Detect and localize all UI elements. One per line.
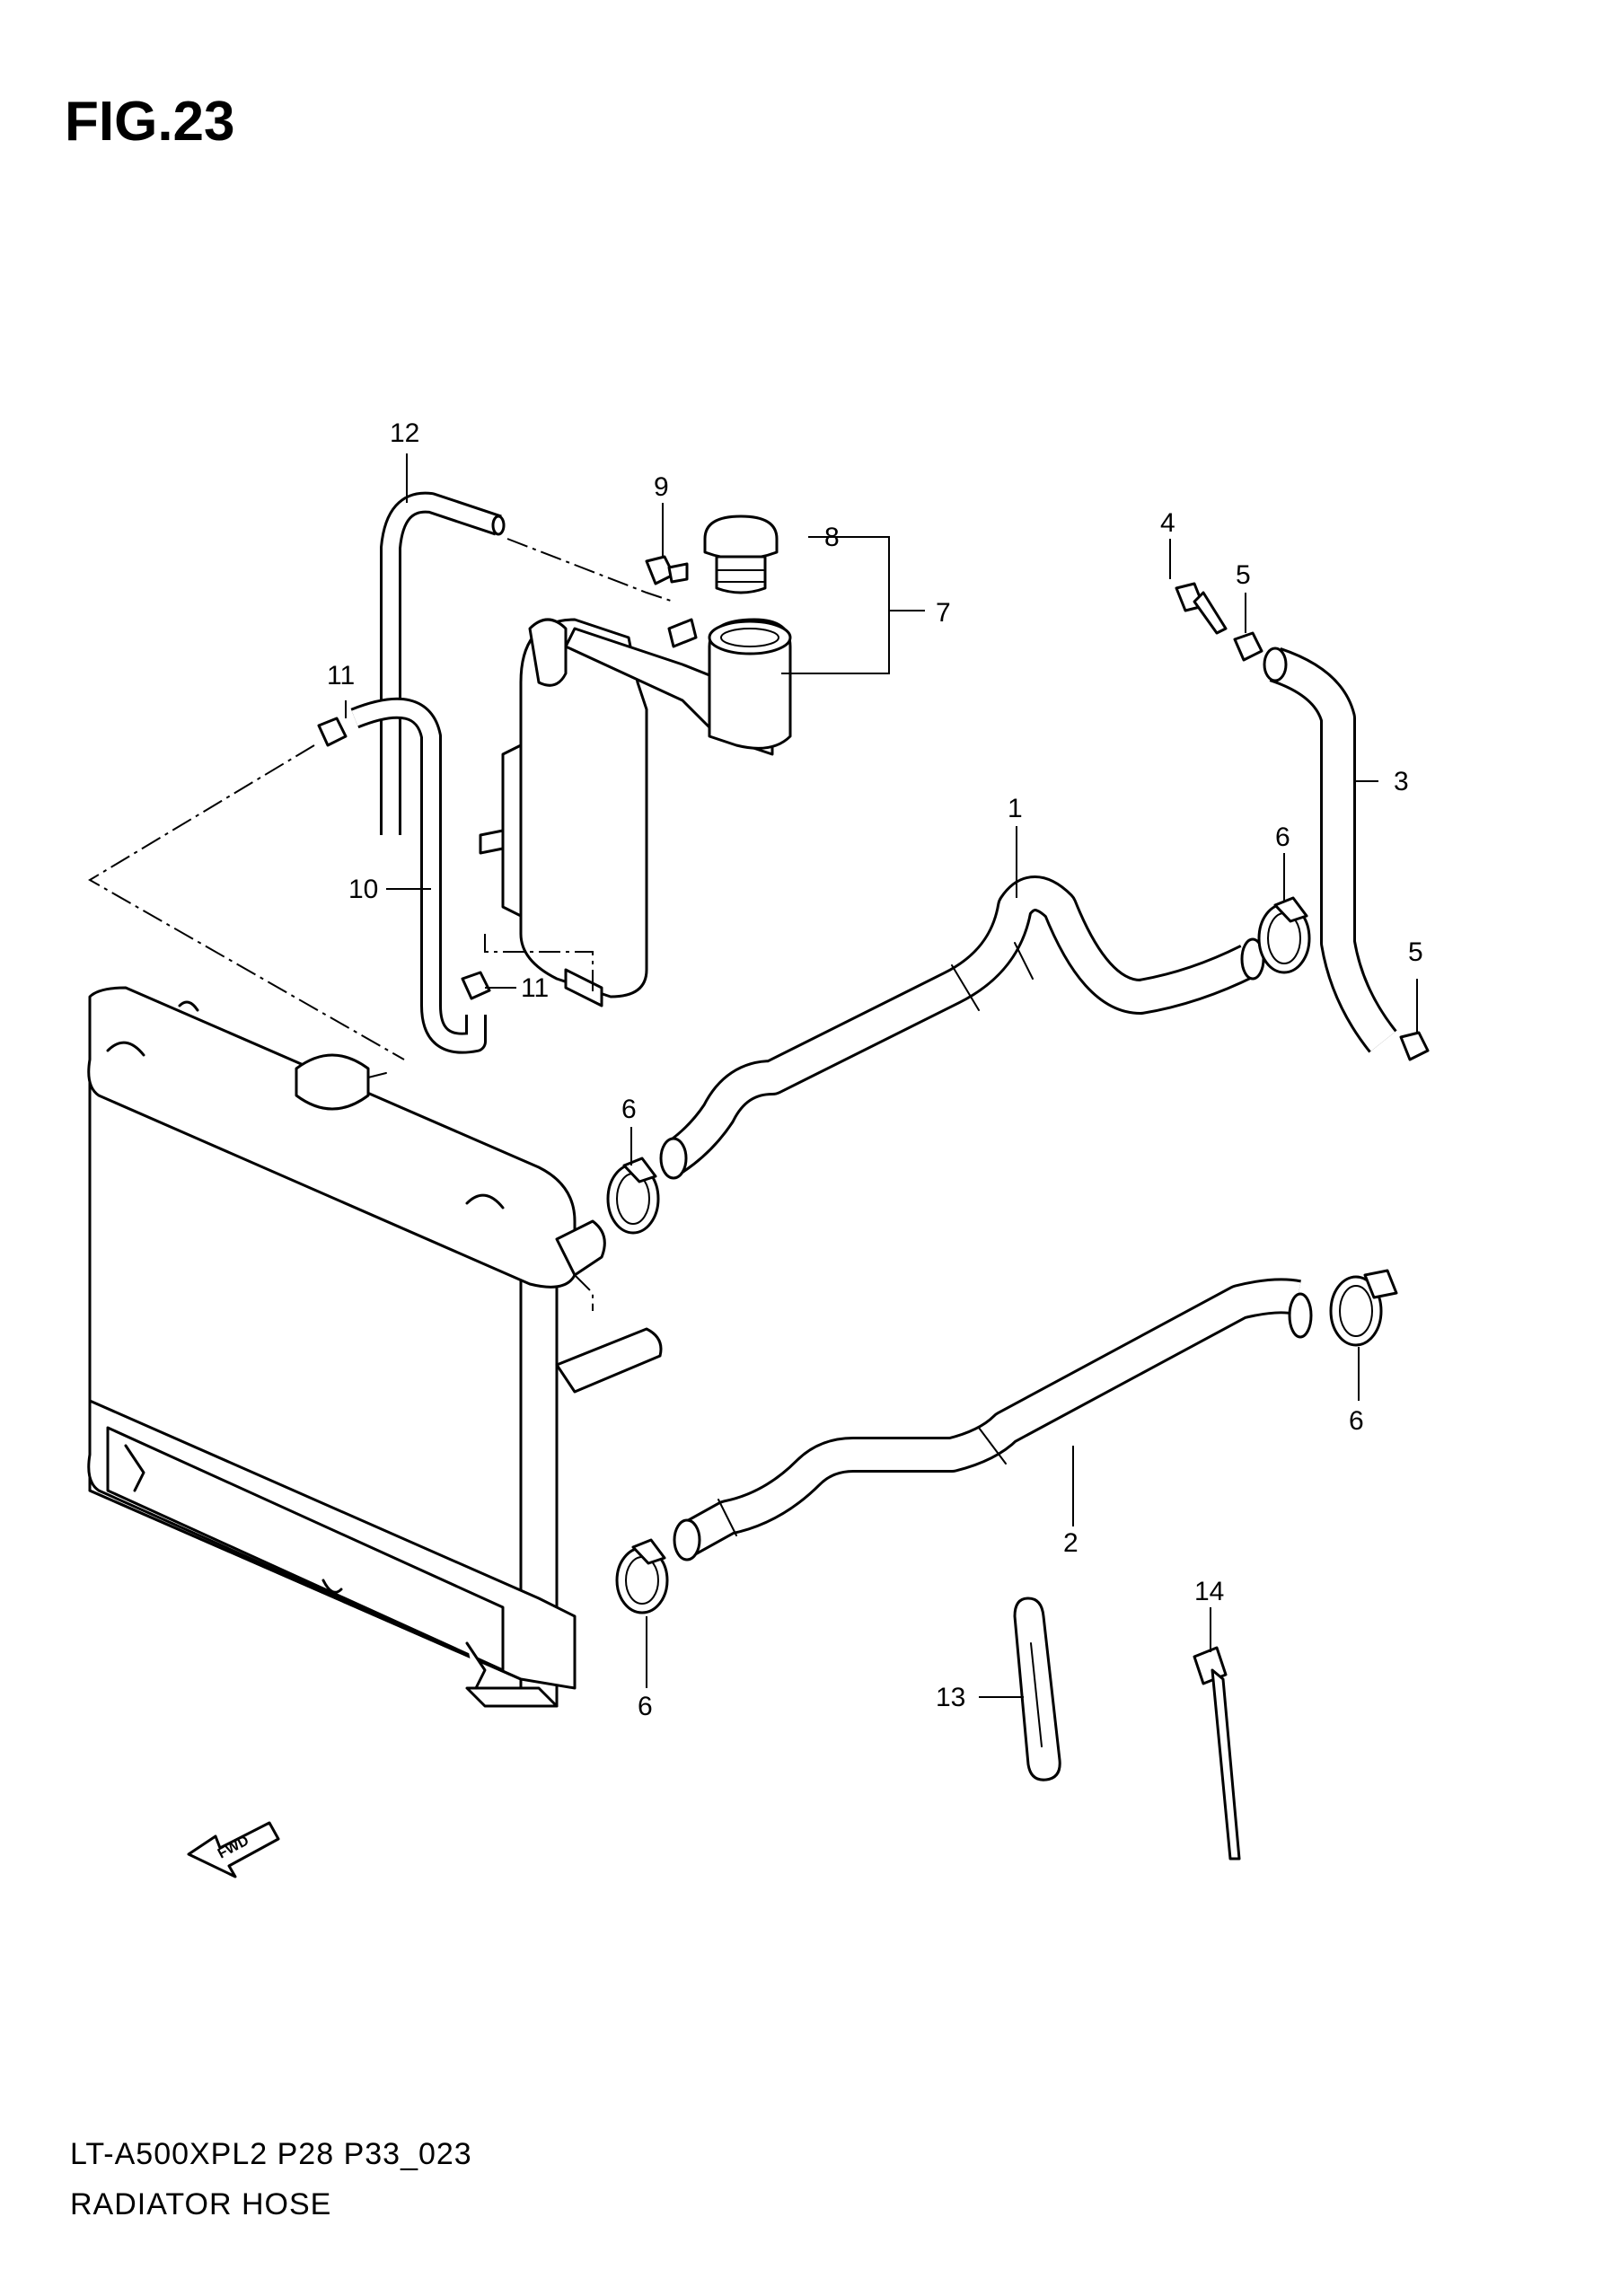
figure-title: FIG.23 (65, 91, 235, 153)
reservoir-hoses (350, 491, 506, 1054)
hose-fitting (1175, 582, 1228, 635)
callout-13: 13 (936, 1683, 965, 1712)
radiator (87, 986, 663, 1708)
callout-9: 9 (654, 472, 669, 502)
hose-clamps (317, 631, 1430, 1614)
upper-radiator-hose (659, 875, 1265, 1180)
callout-labels: 12 9 8 7 4 5 3 5 1 6 6 6 2 6 11 10 11 13… (327, 418, 1423, 1721)
leader-lines (345, 453, 1418, 1698)
callout-12: 12 (390, 418, 419, 448)
caption-name-line: RADIATOR HOSE (70, 2187, 332, 2221)
callout-5-bottom: 5 (1408, 937, 1423, 967)
callout-14: 14 (1194, 1577, 1224, 1606)
callout-8: 8 (824, 523, 840, 552)
caption-model-line: LT-A500XPL2 P28 P33_023 (70, 2137, 472, 2171)
callout-5-top: 5 (1236, 560, 1251, 590)
callout-7: 7 (936, 598, 951, 628)
callout-6-lower-left: 6 (638, 1692, 653, 1721)
lower-radiator-hose (673, 1278, 1313, 1561)
reference-lines (88, 538, 674, 1311)
callout-11-top: 11 (327, 661, 355, 691)
callout-6-upper-left: 6 (621, 1095, 637, 1124)
callout-11-bottom: 11 (521, 973, 549, 1003)
hose-guide-13 (1013, 1597, 1061, 1781)
callout-1: 1 (1008, 794, 1023, 823)
callout-6-lower-right: 6 (1349, 1406, 1364, 1436)
callout-4: 4 (1160, 508, 1175, 538)
bypass-hose (1263, 647, 1397, 1053)
callout-10: 10 (348, 875, 378, 904)
reservoir-tank (479, 515, 792, 1007)
callout-2: 2 (1063, 1528, 1079, 1558)
callout-6-upper-right: 6 (1275, 823, 1290, 852)
cable-tie-14 (1193, 1646, 1241, 1861)
callout-3: 3 (1394, 767, 1409, 796)
forward-arrow: FWD (187, 1821, 280, 1878)
